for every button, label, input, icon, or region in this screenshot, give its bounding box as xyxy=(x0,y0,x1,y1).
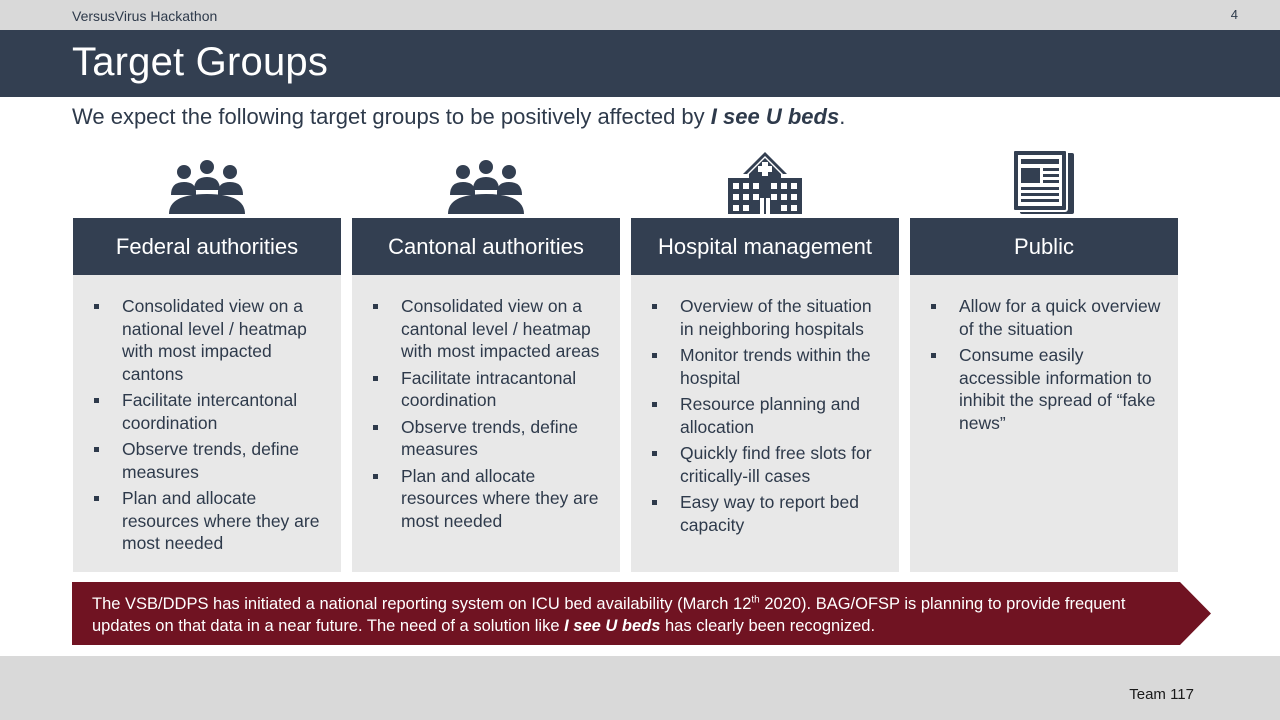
column-title: Cantonal authorities xyxy=(352,218,620,275)
banner-text-part1: The VSB/DDPS has initiated a national re… xyxy=(92,595,752,613)
column-title: Public xyxy=(910,218,1178,275)
bullet-list: Allow for a quick overview of the situat… xyxy=(930,295,1164,434)
subtitle-suffix: . xyxy=(839,104,846,129)
column-body: Allow for a quick overview of the situat… xyxy=(910,275,1178,572)
list-item: Plan and allocate resources where they a… xyxy=(93,487,327,555)
banner-brand: I see U beds xyxy=(564,617,661,635)
list-item: Monitor trends within the hospital xyxy=(651,344,885,389)
column-title: Federal authorities xyxy=(73,218,341,275)
bullet-list: Overview of the situation in neighboring… xyxy=(651,295,885,536)
list-item: Facilitate intercantonal coordination xyxy=(93,389,327,434)
column-body: Consolidated view on a cantonal level / … xyxy=(352,275,620,572)
group-meeting-icon xyxy=(352,148,620,214)
banner-text-part3: has clearly been recognized. xyxy=(660,617,876,635)
list-item: Observe trends, define measures xyxy=(93,438,327,483)
column-body: Overview of the situation in neighboring… xyxy=(631,275,899,572)
team-label: Team 117 xyxy=(1129,686,1194,703)
banner-arrow-shape xyxy=(72,582,1211,645)
banner-superscript: th xyxy=(751,594,760,606)
footer-bar xyxy=(0,656,1280,720)
banner-text-part2: 2020). BAG/OFSP is planning to provide f… xyxy=(92,595,1126,635)
top-bar xyxy=(0,0,1280,30)
list-item: Plan and allocate resources where they a… xyxy=(372,465,606,533)
column-body: Consolidated view on a national level / … xyxy=(73,275,341,572)
bullet-list: Consolidated view on a cantonal level / … xyxy=(372,295,606,532)
slide-subtitle: We expect the following target groups to… xyxy=(72,104,845,130)
list-item: Easy way to report bed capacity xyxy=(651,491,885,536)
bullet-list: Consolidated view on a national level / … xyxy=(93,295,327,555)
list-item: Facilitate intracantonal coordination xyxy=(372,367,606,412)
subtitle-prefix: We expect the following target groups to… xyxy=(72,104,711,129)
list-item: Observe trends, define measures xyxy=(372,416,606,461)
hospital-icon xyxy=(631,148,899,214)
info-banner: The VSB/DDPS has initiated a national re… xyxy=(72,582,1212,645)
event-name: VersusVirus Hackathon xyxy=(72,8,218,24)
list-item: Consume easily accessible information to… xyxy=(930,344,1164,434)
page-number: 4 xyxy=(1230,7,1238,22)
slide-title: Target Groups xyxy=(72,40,329,84)
list-item: Consolidated view on a cantonal level / … xyxy=(372,295,606,363)
list-item: Allow for a quick overview of the situat… xyxy=(930,295,1164,340)
list-item: Overview of the situation in neighboring… xyxy=(651,295,885,340)
group-meeting-icon xyxy=(73,148,341,214)
list-item: Resource planning and allocation xyxy=(651,393,885,438)
newspaper-icon xyxy=(910,148,1178,214)
list-item: Quickly find free slots for critically-i… xyxy=(651,442,885,487)
title-bar xyxy=(0,30,1280,97)
column-title: Hospital management xyxy=(631,218,899,275)
subtitle-brand: I see U beds xyxy=(710,104,840,129)
banner-text: The VSB/DDPS has initiated a national re… xyxy=(92,593,1182,637)
list-item: Consolidated view on a national level / … xyxy=(93,295,327,385)
